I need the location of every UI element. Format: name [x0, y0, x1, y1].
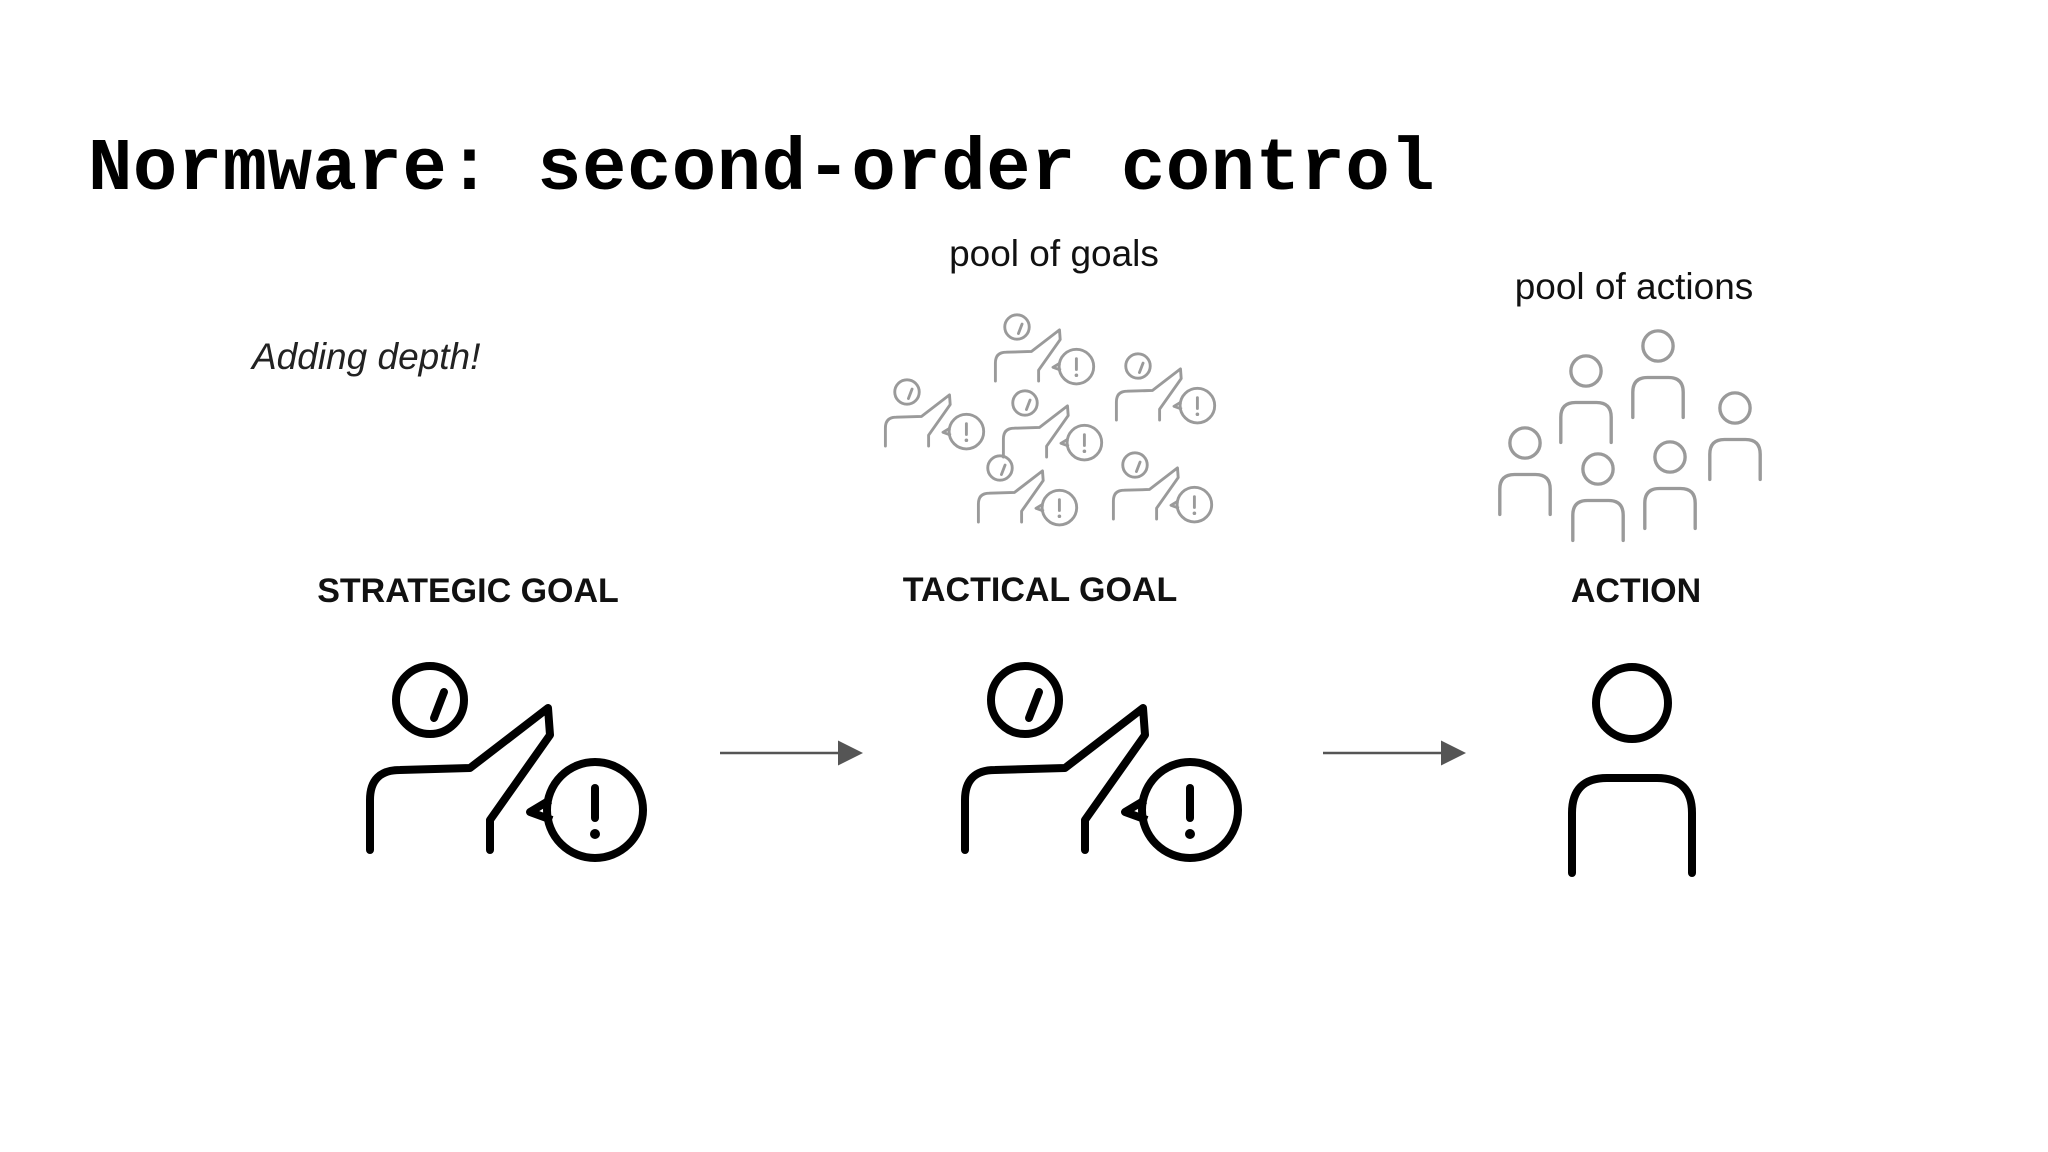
- pool-action-icon: [1571, 452, 1625, 543]
- pool-goal-icon: [976, 454, 1079, 527]
- subtitle: Adding depth!: [252, 336, 481, 377]
- action-person-icon: [1572, 667, 1692, 873]
- pool-goal-icon: [1001, 389, 1104, 462]
- pool-of-goals: [883, 313, 1217, 527]
- pool-of-actions: [1498, 329, 1762, 543]
- pool-of-actions-label: pool of actions: [1514, 266, 1754, 307]
- tactical-goal-label: TACTICAL GOAL: [902, 571, 1178, 609]
- pool-goal-icon: [883, 378, 986, 451]
- pool-action-icon: [1708, 391, 1762, 482]
- strategic-goal-icon: [370, 666, 643, 858]
- pool-goal-icon: [993, 313, 1096, 386]
- pool-goal-icon: [1111, 451, 1214, 524]
- page-title: Normware: second-order control: [88, 128, 1436, 212]
- pool-goal-icon: [1114, 352, 1217, 425]
- pool-of-goals-label: pool of goals: [949, 233, 1159, 274]
- strategic-goal-label: STRATEGIC GOAL: [317, 572, 619, 610]
- tactical-goal-icon: [965, 666, 1238, 858]
- pool-action-icon: [1643, 440, 1697, 531]
- pool-action-icon: [1559, 354, 1613, 445]
- action-label: ACTION: [1570, 572, 1702, 610]
- pool-action-icon: [1631, 329, 1685, 420]
- pool-action-icon: [1498, 426, 1552, 517]
